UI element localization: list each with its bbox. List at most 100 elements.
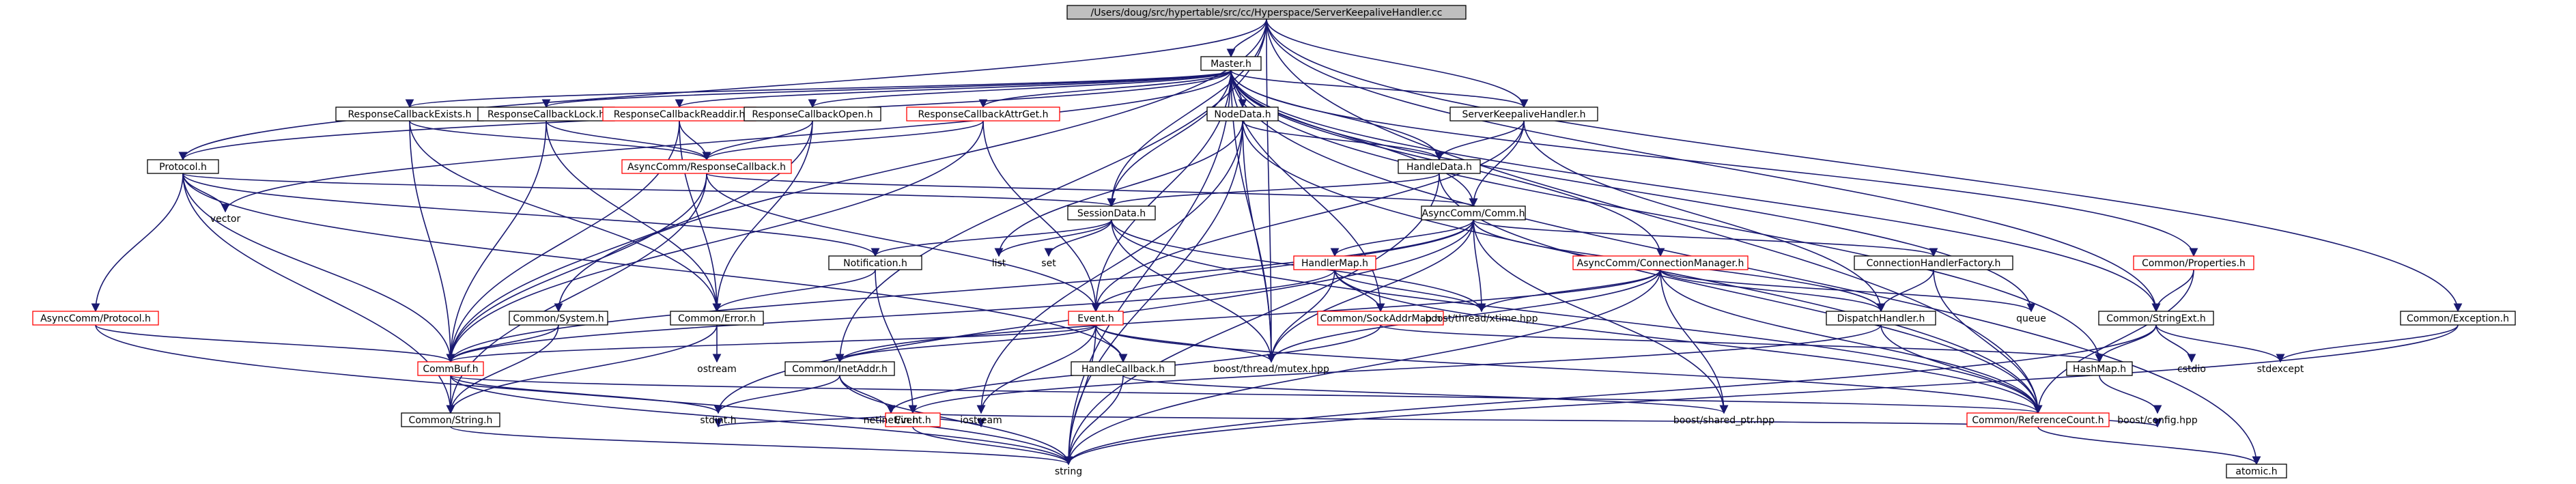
node-notification[interactable]: Notification.h bbox=[828, 255, 922, 270]
node-handledata[interactable]: HandleData.h bbox=[1398, 159, 1481, 174]
node-label: list bbox=[992, 258, 1006, 269]
node-hashmap[interactable]: HashMap.h bbox=[2066, 361, 2133, 376]
edge-root-to-cinetaddr bbox=[835, 18, 1267, 363]
node-skh[interactable]: ServerKeepaliveHandler.h bbox=[1449, 106, 1598, 122]
node-box bbox=[509, 311, 608, 326]
node-box bbox=[1317, 311, 1444, 326]
node-chf[interactable]: ConnectionHandlerFactory.h bbox=[1854, 255, 2013, 270]
node-vector: vector bbox=[210, 214, 241, 225]
node-csockaddr[interactable]: Common/SockAddrMap.h bbox=[1317, 311, 1444, 326]
node-mutex: boost/thread/mutex.hpp bbox=[1213, 364, 1329, 375]
edge-protocol-to-acproto bbox=[91, 173, 184, 313]
edge-sessiondata-to-list bbox=[994, 219, 1112, 257]
edge-event2-to-crefcount bbox=[912, 412, 2041, 428]
edge-sessiondata-to-mutex bbox=[1111, 219, 1276, 363]
node-netinet: netinet/in.h bbox=[864, 415, 919, 426]
node-box bbox=[2133, 255, 2254, 270]
node-label: ostream bbox=[697, 364, 737, 375]
node-cstrext[interactable]: Common/StringExt.h bbox=[2098, 311, 2214, 326]
edge-master-to-rclock bbox=[542, 70, 1232, 109]
node-protocol[interactable]: Protocol.h bbox=[147, 159, 219, 174]
node-accomm[interactable]: AsyncComm/Comm.h bbox=[1421, 205, 1526, 220]
edge-chf-to-crefcount bbox=[1933, 269, 2043, 414]
node-atomic[interactable]: atomic.h bbox=[2226, 464, 2287, 479]
node-queue: queue bbox=[2016, 313, 2046, 324]
edge-rcattrget-to-commbuf bbox=[446, 120, 984, 363]
node-root[interactable]: /Users/doug/src/hypertable/src/cc/Hypers… bbox=[1066, 5, 1467, 20]
node-box bbox=[1068, 311, 1124, 326]
node-dispatch[interactable]: DispatchHandler.h bbox=[1826, 311, 1936, 326]
node-master[interactable]: Master.h bbox=[1200, 56, 1262, 71]
node-handlecb[interactable]: HandleCallback.h bbox=[1071, 361, 1176, 376]
node-label: ResponseCallbackLock.h bbox=[487, 109, 605, 120]
node-nodedata[interactable]: NodeData.h bbox=[1206, 106, 1279, 122]
edge-rcopen-to-commbuf bbox=[446, 120, 813, 363]
node-cinetaddr[interactable]: Common/InetAddr.h bbox=[784, 361, 895, 376]
edge-master-to-rcreaddir bbox=[675, 70, 1232, 109]
node-rcopen[interactable]: ResponseCallbackOpen.h bbox=[744, 106, 881, 122]
node-cstring[interactable]: Common/String.h bbox=[401, 412, 500, 427]
node-rcexists[interactable]: ResponseCallbackExists.h bbox=[335, 106, 484, 122]
node-csystem[interactable]: Common/System.h bbox=[509, 311, 608, 326]
edge-cstrext-to-stdexcept bbox=[2155, 324, 2285, 363]
node-label: vector bbox=[210, 214, 241, 225]
node-label: boost/shared_ptr.hpp bbox=[1673, 415, 1774, 426]
node-label: AsyncComm/ConnectionManager.h bbox=[1577, 258, 1744, 269]
node-commbuf[interactable]: CommBuf.h bbox=[417, 361, 484, 376]
edge-cerror-to-cstring bbox=[446, 324, 718, 414]
node-cexception[interactable]: Common/Exception.h bbox=[2400, 311, 2516, 326]
edge-nodedata-to-handledata bbox=[1242, 120, 1444, 161]
node-stdint: stdint.h bbox=[700, 415, 736, 426]
edge-skh-to-handledata bbox=[1434, 120, 1525, 161]
node-rcattrget[interactable]: ResponseCallbackAttrGet.h bbox=[906, 106, 1060, 122]
node-label: HandleData.h bbox=[1406, 162, 1472, 173]
node-label: ResponseCallbackOpen.h bbox=[752, 109, 873, 120]
node-box bbox=[1206, 106, 1279, 122]
node-label: DispatchHandler.h bbox=[1837, 313, 1925, 324]
node-event[interactable]: Event.h bbox=[1068, 311, 1124, 326]
node-label: ResponseCallbackReaddir.h bbox=[614, 109, 745, 120]
node-label: HandleCallback.h bbox=[1081, 364, 1165, 375]
node-box bbox=[1421, 205, 1526, 220]
node-box bbox=[417, 361, 484, 376]
node-sessiondata[interactable]: SessionData.h bbox=[1067, 205, 1156, 220]
node-handlermap[interactable]: HandlerMap.h bbox=[1293, 255, 1376, 270]
edge-cprops-to-crefcount bbox=[2033, 269, 2194, 414]
node-label: netinet/in.h bbox=[864, 415, 919, 426]
edge-master-to-sessiondata bbox=[1107, 70, 1232, 208]
edge-accomm-to-commbuf bbox=[446, 219, 1474, 363]
edge-cinetaddr-to-netinet bbox=[839, 375, 896, 414]
node-cerror[interactable]: Common/Error.h bbox=[670, 311, 764, 326]
node-acproto[interactable]: AsyncComm/Protocol.h bbox=[32, 311, 159, 326]
node-rcreaddir[interactable]: ResponseCallbackReaddir.h bbox=[602, 106, 756, 122]
node-label: boost/thread/mutex.hpp bbox=[1213, 364, 1329, 375]
node-iostream: iostream bbox=[960, 415, 1002, 426]
node-box bbox=[885, 412, 941, 427]
node-box bbox=[2066, 361, 2133, 376]
edge-event-to-iostream bbox=[976, 324, 1096, 414]
edge-skh-to-accomm bbox=[1469, 120, 1525, 208]
edge-acrc-to-commbuf bbox=[446, 173, 707, 363]
node-label: Notification.h bbox=[843, 258, 907, 269]
node-event2[interactable]: Event.h bbox=[885, 412, 941, 427]
node-box bbox=[784, 361, 895, 376]
node-rclock[interactable]: ResponseCallbackLock.h bbox=[477, 106, 615, 122]
node-label: Common/Properties.h bbox=[2142, 258, 2246, 269]
edge-event-to-mutex bbox=[1095, 324, 1276, 363]
edge-master-to-rcattrget bbox=[978, 70, 1232, 109]
node-stdexcept: stdexcept bbox=[2257, 364, 2304, 375]
edge-event-to-commbuf bbox=[447, 324, 1096, 363]
node-cprops[interactable]: Common/Properties.h bbox=[2133, 255, 2254, 270]
edge-cstrext-to-cstdio bbox=[2155, 324, 2196, 363]
node-accm[interactable]: AsyncComm/ConnectionManager.h bbox=[1572, 255, 1749, 270]
node-box bbox=[2226, 464, 2287, 479]
node-acrc[interactable]: AsyncComm/ResponseCallback.h bbox=[621, 159, 792, 174]
node-label: AsyncComm/ResponseCallback.h bbox=[627, 162, 786, 173]
edge-accomm-to-sharedptr bbox=[1473, 219, 1729, 414]
edge-rcreaddir-to-commbuf bbox=[446, 120, 680, 363]
node-crefcount[interactable]: Common/ReferenceCount.h bbox=[1966, 412, 2110, 427]
node-box bbox=[147, 159, 219, 174]
edge-root-to-skh bbox=[1266, 18, 1529, 109]
edge-handlecb-to-sharedptr bbox=[1122, 375, 1728, 414]
edge-hashmap-to-bconfig bbox=[2099, 375, 2162, 414]
